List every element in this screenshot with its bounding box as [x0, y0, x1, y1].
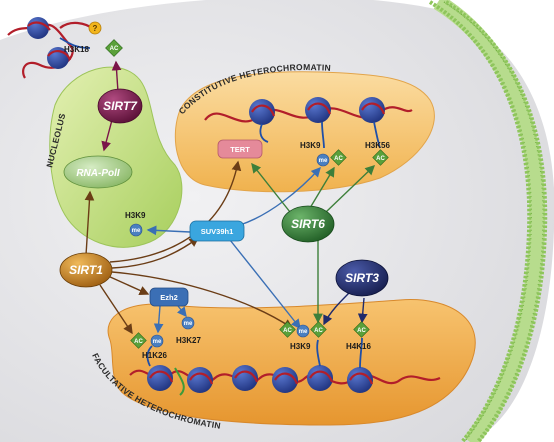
svg-text:SIRT7: SIRT7 [103, 99, 138, 113]
svg-text:Ezh2: Ezh2 [160, 293, 178, 302]
h3k56-ac-tag: AC [372, 149, 389, 166]
svg-text:AC: AC [134, 339, 143, 345]
svg-text:AC: AC [376, 156, 385, 162]
unknown-mark-icon: ? [88, 21, 102, 35]
svg-text:me: me [153, 339, 162, 345]
sirt6-node: SIRT6 [281, 205, 335, 243]
h3k9-me-tag-constitutive: me [316, 153, 330, 167]
sirt3-node: SIRT3 [335, 259, 389, 297]
nucleosomes-facultative [129, 337, 441, 396]
svg-text:AC: AC [283, 328, 292, 334]
svg-text:me: me [319, 158, 328, 164]
svg-text:SIRT3: SIRT3 [345, 271, 379, 285]
ezh2-box: Ezh2 [149, 287, 189, 307]
svg-text:RNA-PolI: RNA-PolI [76, 168, 120, 179]
h3k9-facultative-label: H3K9 [290, 342, 311, 351]
suv39h1-box: SUV39h1 [189, 220, 245, 242]
h3k9-nucleolus-label: H3K9 [125, 211, 146, 220]
svg-text:?: ? [93, 24, 98, 33]
h4k16-label: H4K16 [346, 342, 371, 351]
h3k18-ac-tag: AC [105, 39, 123, 57]
h1k26-me-tag: me [150, 334, 164, 348]
sirt7-node: SIRT7 [97, 88, 143, 124]
h3k9-constitutive-label: H3K9 [300, 141, 321, 150]
svg-text:AC: AC [357, 328, 366, 334]
tert-box: TERT [217, 139, 263, 159]
svg-text:SUV39h1: SUV39h1 [201, 227, 234, 236]
h3k27-label: H3K27 [176, 336, 201, 345]
svg-text:SIRT1: SIRT1 [69, 263, 103, 277]
h3k18-label: H3K18 [64, 45, 89, 54]
h1k26-label: H1K26 [142, 351, 167, 360]
svg-text:SIRT6: SIRT6 [291, 217, 325, 231]
h3k9-ac-tag-constitutive: AC [330, 149, 347, 166]
svg-text:AC: AC [314, 328, 323, 334]
h3k9-me-tag-nucleolus: me [129, 223, 143, 237]
svg-text:TERT: TERT [230, 145, 250, 154]
svg-text:me: me [184, 321, 193, 327]
svg-text:AC: AC [110, 46, 119, 52]
svg-text:me: me [132, 228, 141, 234]
h3k9-ac-tag-facultative: AC [279, 321, 296, 338]
h3k9-ac-tag-facultative-2: AC [310, 321, 327, 338]
rna-pol-i-node: RNA-PolI [63, 155, 133, 189]
h4k16-ac-tag: AC [353, 321, 370, 338]
h3k56-label: H3K56 [365, 141, 390, 150]
h1k26-ac-tag: AC [130, 332, 147, 349]
nucleolus-compartment [49, 66, 183, 248]
nuclear-membrane [428, 0, 548, 442]
svg-text:AC: AC [334, 156, 343, 162]
h3k9-me-tag-facultative: me [296, 324, 310, 338]
nucleosomes-constitutive [204, 97, 413, 149]
sirt1-node: SIRT1 [59, 252, 113, 288]
h3k27-me-tag: me [181, 316, 195, 330]
svg-text:me: me [299, 329, 308, 335]
